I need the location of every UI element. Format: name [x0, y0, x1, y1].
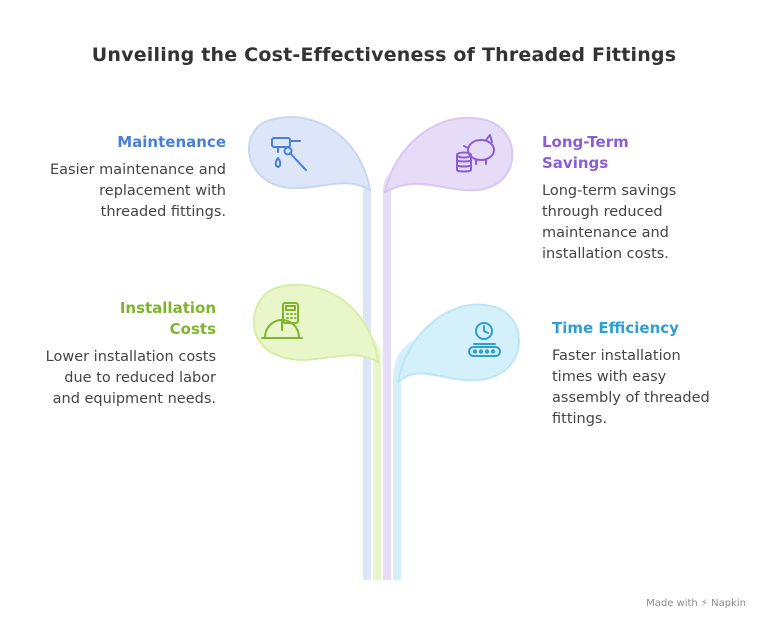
time-efficiency-description: Faster installation times with easy asse…: [552, 348, 710, 427]
installation-costs-heading: Installation Costs: [119, 299, 216, 338]
leaf-time-efficiency: [396, 303, 520, 385]
long-term-savings-block: Long-Term Savings Long-term savings thro…: [542, 132, 722, 265]
page-title: Unveiling the Cost-Effectiveness of Thre…: [91, 44, 677, 66]
faucet-wrench-icon: [271, 137, 307, 171]
leaf-maintenance: [248, 116, 372, 192]
long-term-savings-description: Long-term savings through reduced mainte…: [542, 183, 677, 262]
hardhat-calculator-icon: [261, 302, 303, 339]
maintenance-heading: Maintenance: [117, 133, 226, 151]
leaf-long-term-savings: [383, 116, 514, 194]
leaf-installation-costs: [253, 283, 380, 364]
piggy-bank-coins-icon: [456, 134, 495, 173]
clock-conveyor-icon: [468, 322, 501, 357]
maintenance-description: Easier maintenance and replacement with …: [49, 162, 226, 220]
time-efficiency-block: Time Efficiency Faster installation time…: [552, 318, 722, 430]
time-efficiency-heading: Time Efficiency: [552, 319, 679, 337]
installation-costs-block: Installation Costs Lower installation co…: [36, 298, 216, 410]
installation-costs-description: Lower installation costs due to reduced …: [45, 349, 216, 407]
long-term-savings-heading: Long-Term Savings: [542, 133, 629, 172]
napkin-footer[interactable]: Made with ⚡ Napkin: [646, 598, 746, 609]
maintenance-block: Maintenance Easier maintenance and repla…: [40, 132, 226, 223]
stem-blue: [334, 161, 371, 580]
stem-green: [344, 324, 381, 580]
